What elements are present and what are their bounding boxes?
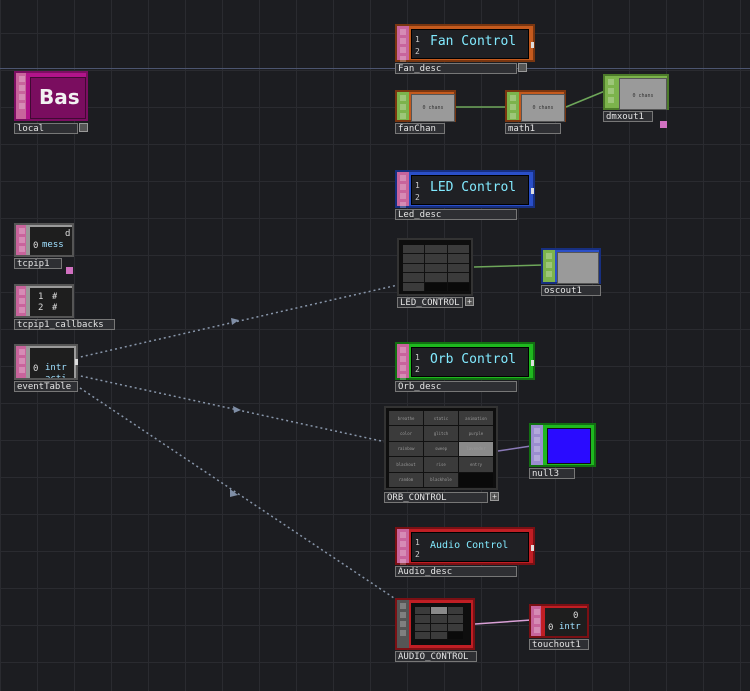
wire-orb-null3[interactable] [497,445,532,452]
dmxout1-label: dmxout1 [603,111,653,122]
local-label: local [14,123,78,134]
local-preview: Bas [30,77,86,119]
led-control-toggle[interactable]: + [465,297,474,306]
fanchan-label: fanChan [395,123,445,134]
wire-arrow [233,406,241,413]
null3-label: null3 [529,468,575,479]
wire-eventtable-led-control[interactable] [75,284,399,359]
dmxout1-flag [660,121,667,128]
wire-arrow [230,489,238,497]
fan-desc-label: Fan_desc [395,63,517,74]
math1-label: math1 [505,123,561,134]
local-viewer-toggle[interactable] [79,123,88,132]
wire-audio-touchout1[interactable] [474,619,532,625]
network-divider [0,68,750,69]
tcpip1-label: tcpip1 [14,258,62,269]
wire-eventtable-orb-control[interactable] [75,374,387,443]
tcpip1-callbacks-label: tcpip1_callbacks [14,319,115,330]
tcpip1-flag [66,267,73,274]
wire-math1-dmxout1[interactable] [565,90,606,108]
eventtable-label: eventTable [14,381,78,392]
orb-control-label: ORB_CONTROL [384,492,488,503]
audio-control-label: AUDIO_CONTROL [395,651,477,662]
fan-desc-toggle[interactable] [518,63,527,72]
audio-control-buttons [415,607,463,639]
fan-desc-title: Fan Control [430,34,517,49]
led-control-label: LED_CONTROL [397,297,463,308]
oscout1-label: oscout1 [541,285,601,296]
local-title: Bas [39,85,80,109]
wire-led-oscout1[interactable] [473,264,544,268]
led-desc-title: LED Control [430,180,517,195]
wire-arrow [231,318,239,325]
orb-control-toggle[interactable]: + [490,492,499,501]
led-control-buttons [403,245,469,291]
touchout1-label: touchout1 [529,639,589,650]
orb-desc-label: Orb_desc [395,381,517,392]
wire-eventtable-audio-control[interactable] [79,387,398,601]
audio-desc-label: Audio_desc [395,566,517,577]
null3-preview [547,428,591,464]
led-desc-label: Led_desc [395,209,517,220]
orb-desc-title: Orb Control [430,352,517,367]
orb-control-buttons: breathe static animation color glitch pu… [389,411,493,487]
audio-desc-title: Audio Control [430,540,509,551]
